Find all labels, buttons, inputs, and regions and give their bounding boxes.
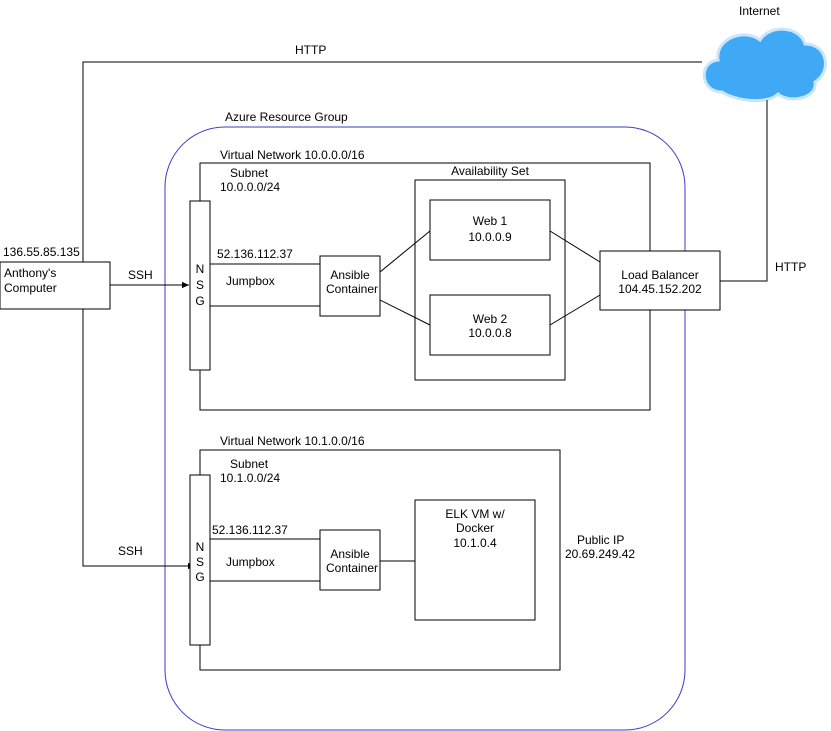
vnet1-nsg-bar xyxy=(189,200,211,371)
internet-cloud-icon xyxy=(702,27,827,102)
ssh-label-lower: SSH xyxy=(118,544,143,558)
vnet2-jumpbox-label: Jumpbox xyxy=(226,555,275,569)
elk-line2: Docker xyxy=(456,521,494,535)
resource-group-boundary xyxy=(164,126,686,731)
computer-ip: 136.55.85.135 xyxy=(3,245,80,259)
vnet1-container-line1: Ansible xyxy=(330,268,370,282)
vnet1-jumpbox-label: Jumpbox xyxy=(226,274,275,288)
vnet2-container-line2: Container xyxy=(326,561,378,575)
vnet2-ansible-container-box xyxy=(319,529,381,591)
vnet1-subnet-label: Subnet xyxy=(230,166,269,180)
elk-line1: ELK VM w/ xyxy=(445,507,505,521)
web1-ip: 10.0.0.9 xyxy=(468,230,512,244)
load-balancer-ip: 104.45.152.202 xyxy=(618,282,702,296)
vnet2-nsg-n: N xyxy=(196,540,205,554)
web2-lb-connector xyxy=(549,294,601,326)
vnet1-label: Virtual Network 10.0.0.0/16 xyxy=(220,148,365,162)
public-ip-label: Public IP xyxy=(577,533,624,547)
web1-box xyxy=(429,199,551,261)
vnet2-nsg-g: G xyxy=(195,570,204,584)
vnet1-container-line2: Container xyxy=(326,282,378,296)
web2-ip: 10.0.0.8 xyxy=(468,326,512,340)
web2-name: Web 2 xyxy=(473,312,508,326)
computer-label-line2: Computer xyxy=(4,281,57,295)
elk-vm-box xyxy=(414,499,536,621)
virtual-network-1: Virtual Network 10.0.0.0/16 Subnet 10.0.… xyxy=(189,148,721,411)
vnet1-jumpbox-ip: 52.136.112.37 xyxy=(217,247,293,261)
vnet1-ansible-container-box xyxy=(319,255,381,317)
vnet2-jumpbox-ip: 52.136.112.37 xyxy=(212,523,288,537)
container-web1-connector xyxy=(379,230,431,273)
computer-box xyxy=(0,261,111,310)
vnet2-subnet-cidr: 10.1.0.0/24 xyxy=(220,471,280,485)
public-ip-value: 20.69.249.42 xyxy=(565,547,635,561)
web1-name: Web 1 xyxy=(473,214,508,228)
ssh-connector-lower xyxy=(82,309,195,570)
http-label-top: HTTP xyxy=(295,43,326,57)
availability-set-label: Availability Set xyxy=(451,164,529,178)
vnet1-nsg-g: G xyxy=(195,294,204,308)
vnet1-subnet-cidr: 10.0.0.0/24 xyxy=(220,180,280,194)
vnet2-container-line1: Ansible xyxy=(330,547,370,561)
http-connector-top xyxy=(82,61,702,262)
ssh-label-upper: SSH xyxy=(128,268,153,282)
vnet2-label: Virtual Network 10.1.0.0/16 xyxy=(220,434,365,448)
http-connector-right xyxy=(720,100,768,282)
vnet1-nsg-n: N xyxy=(196,262,205,276)
vnet1-nsg-s: S xyxy=(196,278,204,292)
load-balancer-box xyxy=(599,250,721,311)
availability-set-box xyxy=(414,179,566,381)
vnet2-nsg-bar xyxy=(189,474,211,646)
internet-label: Internet xyxy=(739,4,780,18)
container-web2-connector xyxy=(379,299,431,326)
virtual-network-2: Virtual Network 10.1.0.0/16 Subnet 10.1.… xyxy=(189,434,635,671)
http-label-right: HTTP xyxy=(775,260,806,274)
resource-group-label: Azure Resource Group xyxy=(225,110,348,124)
elk-ip: 10.1.0.4 xyxy=(453,536,497,550)
vnet2-subnet-label: Subnet xyxy=(230,457,269,471)
computer-label-line1: Anthony's xyxy=(4,266,56,280)
load-balancer-name: Load Balancer xyxy=(621,268,698,282)
vnet2-nsg-s: S xyxy=(196,555,204,569)
web1-lb-connector xyxy=(549,230,601,263)
